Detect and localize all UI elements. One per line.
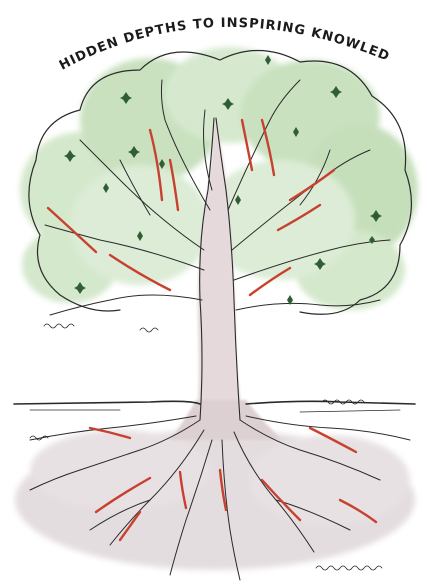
illustration-canvas: HIDDEN DEPTHS TO INSPIRING KNOWLEDGE [0,0,427,586]
tree-illustration: HIDDEN DEPTHS TO INSPIRING KNOWLEDGE [0,0,427,586]
